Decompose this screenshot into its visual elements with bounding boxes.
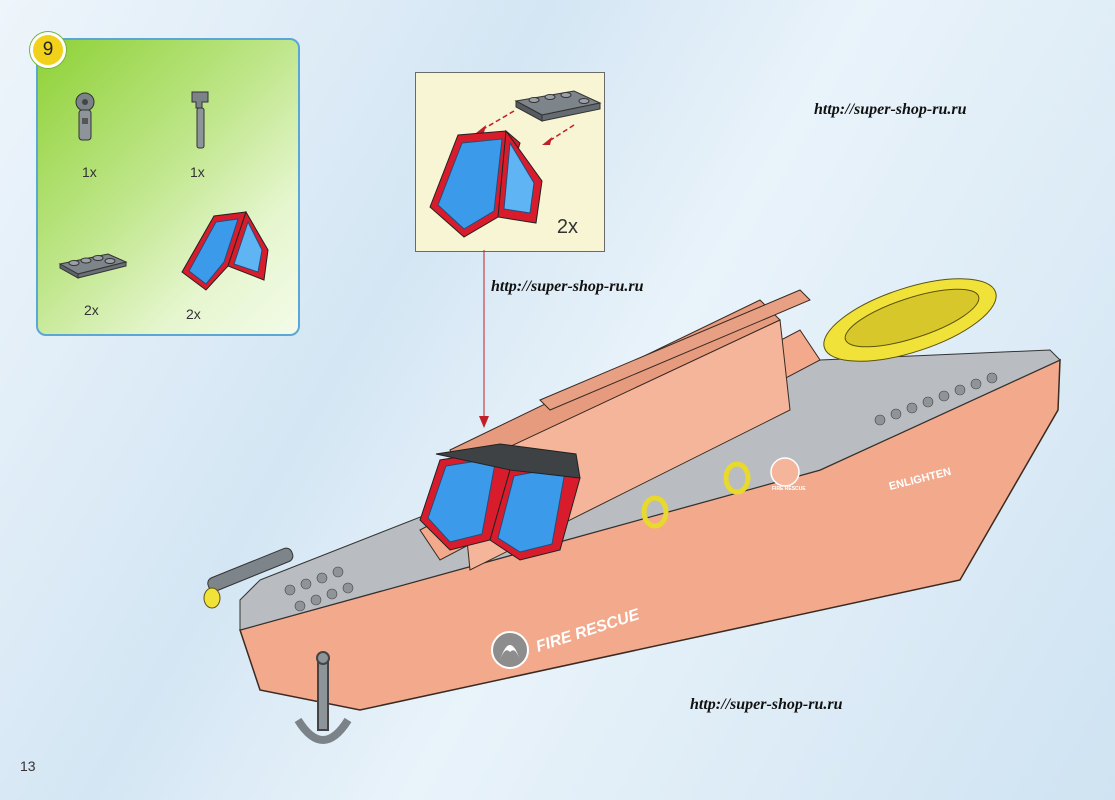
parts-panel: 9 1x 1x 2x 2x — [30, 32, 300, 336]
callout-arrow — [479, 250, 489, 428]
wrench-tool-part-icon — [191, 91, 209, 149]
part-qty: 2x — [84, 302, 99, 318]
part-qty: 1x — [82, 164, 97, 180]
watermark-url: http://super-shop-ru.ru — [491, 278, 644, 295]
watermark-url: http://super-shop-ru.ru — [690, 696, 843, 713]
page-number: 13 — [20, 758, 36, 774]
part-qty: 1x — [190, 164, 205, 180]
step-number-badge: 9 — [30, 32, 66, 68]
watermark-url: http://super-shop-ru.ru — [814, 101, 967, 118]
part-qty: 2x — [186, 306, 201, 322]
subassembly-illustration — [429, 90, 602, 238]
subassembly-box: 2x — [415, 72, 605, 252]
step-number: 9 — [42, 39, 54, 60]
gear-tool-part-icon — [75, 92, 95, 141]
fire-rescue-boat-illustration: FIRE RESCUE ENLIGHTEN FIRE RESCUE — [203, 278, 1061, 744]
plate-part-icon — [58, 253, 128, 279]
emblem-text: FIRE RESCUE — [772, 486, 806, 492]
windscreen-part-icon — [181, 210, 269, 291]
subassembly-qty: 2x — [556, 216, 578, 238]
